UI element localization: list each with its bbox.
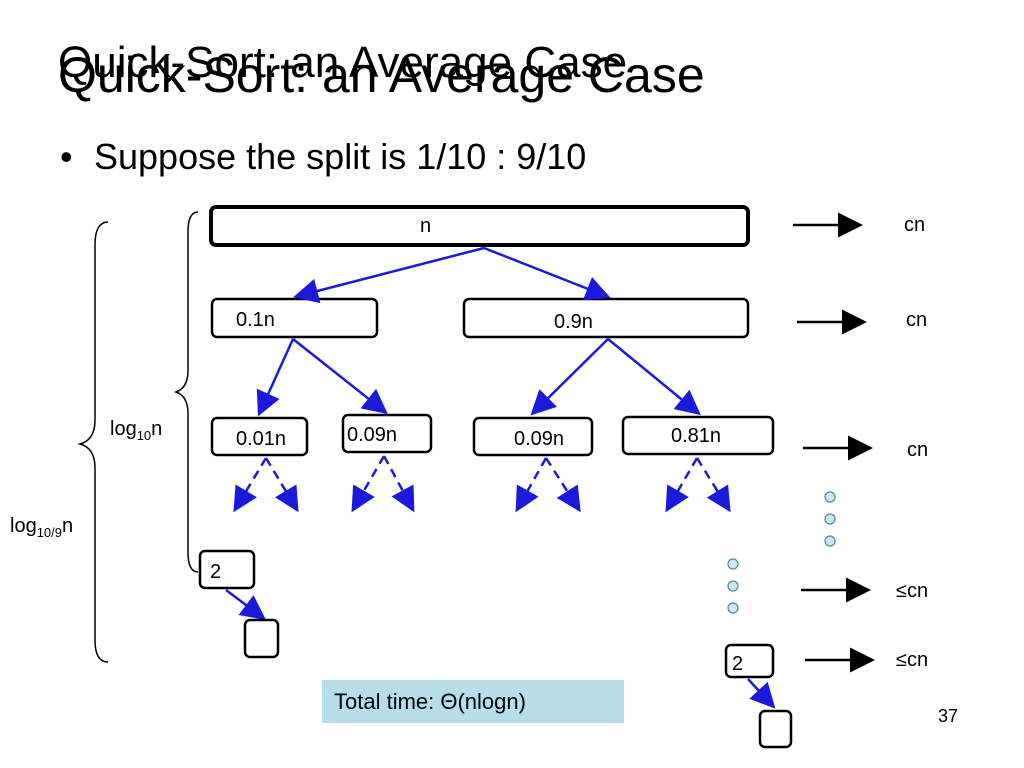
node-root-label: n	[420, 215, 431, 237]
depth-label-log10: log10n	[110, 418, 162, 443]
cost-level-last: ≤cn	[896, 649, 928, 671]
cost-arrows	[793, 212, 875, 673]
page-title: Quick-Sort: an Average Case	[58, 47, 705, 103]
cost-level-deep: ≤cn	[896, 580, 928, 602]
brace-short	[173, 211, 199, 573]
page-number: 37	[938, 706, 959, 726]
brace-long	[77, 221, 109, 663]
node-rr-label: 0.81n	[671, 425, 721, 447]
cost-level-0: cn	[904, 214, 925, 236]
arrow-root-right	[483, 246, 611, 301]
arrow-left-ll	[256, 338, 295, 417]
bullet-text: Suppose the split is 1/10 : 9/10	[94, 136, 587, 177]
arrow-leaf-left	[225, 589, 266, 620]
node-right	[462, 297, 750, 339]
leaf-right-child	[758, 709, 793, 749]
arrow-root-left	[293, 246, 485, 304]
node-rl-label: 0.09n	[514, 428, 564, 450]
arrow-leaf-right	[747, 678, 776, 709]
bullet-point: • Suppose the split is 1/10 : 9/10	[60, 136, 586, 178]
node-ll-label: 0.01n	[236, 428, 286, 450]
node-root	[209, 205, 750, 247]
continuation-dots	[727, 491, 836, 614]
cost-level-2: cn	[907, 439, 928, 461]
leaf-right	[724, 643, 775, 679]
node-rl	[472, 416, 594, 457]
leaf-left	[198, 549, 256, 590]
node-left-label: 0.1n	[236, 309, 275, 331]
leaf-left-child	[243, 618, 280, 659]
node-right-label: 0.9n	[554, 311, 593, 333]
node-lr	[341, 413, 433, 454]
arrow-right-rr	[607, 338, 701, 416]
dashed-arrows	[233, 455, 731, 513]
page-title-shadow: Quick-Sort: an Average Case	[58, 38, 628, 87]
node-rr	[621, 415, 775, 456]
leaf-left-label: 2	[210, 561, 221, 583]
cost-level-1: cn	[906, 309, 927, 331]
leaf-right-label: 2	[732, 653, 743, 675]
node-lr-label: 0.09n	[347, 424, 397, 446]
split-arrows	[256, 246, 701, 417]
arrow-left-lr	[292, 338, 388, 415]
arrow-right-rl	[530, 338, 609, 416]
bullet-icon: •	[60, 136, 73, 177]
node-ll	[210, 416, 309, 457]
depth-label-log10-9: log10/9n	[10, 515, 73, 540]
total-time-box: Total time: Θ(nlogn)	[322, 680, 624, 723]
